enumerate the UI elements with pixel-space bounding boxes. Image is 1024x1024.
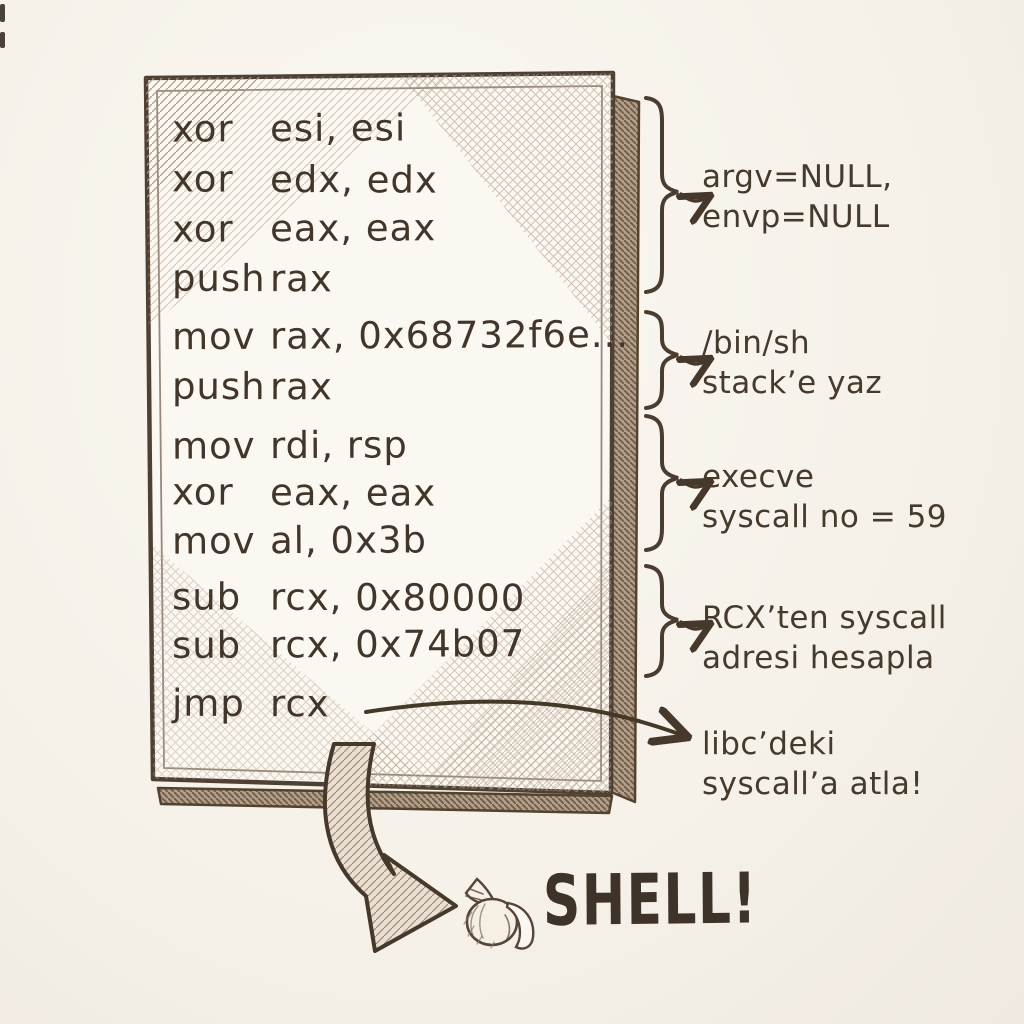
asm-mnemonic: xor xyxy=(171,157,234,201)
annotation-line: argv=NULL, xyxy=(702,159,893,195)
annotation-binsh-stack: /bin/sh stack’e yaz xyxy=(702,323,882,403)
annotation-line: syscall’a atla! xyxy=(702,766,924,802)
curly-brace-icons xyxy=(644,96,679,678)
shell-label: SHELL! xyxy=(542,857,758,942)
annotation-line: envp=NULL xyxy=(702,199,890,235)
asm-operands: rcx, 0x74b07 xyxy=(269,622,526,667)
asm-line: sub rcx, 0x74b07 xyxy=(172,622,525,667)
shell-icon xyxy=(463,877,535,950)
annotation-rcx-address: RCX’ten syscall adresi hesapla xyxy=(702,598,947,678)
code-paper xyxy=(143,70,616,796)
arrow-icon xyxy=(681,622,706,629)
annotation-line: RCX’ten syscall xyxy=(702,600,947,636)
shell-arrow-icon xyxy=(322,742,458,953)
annotation-execve-syscall: execve syscall no = 59 xyxy=(702,457,947,537)
asm-mnemonic: mov xyxy=(171,424,256,468)
asm-mnemonic: sub xyxy=(171,623,242,667)
asm-operands: rdi, rsp xyxy=(269,423,408,468)
asm-operands: esi, esi xyxy=(269,106,407,151)
pencil-hatching xyxy=(146,73,613,793)
asm-operands: rax, 0x68732f6e... xyxy=(269,312,630,358)
asm-line: mov al, 0x3b xyxy=(172,518,427,562)
annotation-argv-envp: argv=NULL, envp=NULL xyxy=(702,157,892,237)
asm-operands: rax xyxy=(269,365,333,409)
curly-brace-icon xyxy=(644,96,679,294)
asm-line: sub rcx, 0x80000 xyxy=(172,575,525,620)
asm-line: xor eax, eax xyxy=(172,206,436,250)
arrow-icon xyxy=(681,480,706,487)
asm-operands: eax, eax xyxy=(269,470,437,515)
asm-operands: eax, eax xyxy=(269,206,437,251)
asm-mnemonic: mov xyxy=(171,314,256,359)
paper-smudge xyxy=(0,4,5,22)
arrow-icon xyxy=(681,357,706,364)
asm-mnemonic: push xyxy=(171,364,266,409)
annotation-line: adresi hesapla xyxy=(702,640,935,676)
annotation-line: syscall no = 59 xyxy=(702,499,948,535)
asm-mnemonic: sub xyxy=(171,575,242,619)
arrow-icon xyxy=(681,194,706,201)
paper-shadow-band xyxy=(156,94,641,815)
asm-mnemonic: mov xyxy=(171,519,256,563)
curly-brace-icon xyxy=(644,564,679,678)
asm-line: mov rdi, rsp xyxy=(172,423,408,467)
asm-mnemonic: xor xyxy=(171,470,234,514)
asm-mnemonic: xor xyxy=(171,207,234,251)
annotation-libc-jump: libc’deki syscall’a atla! xyxy=(702,724,923,804)
asm-line: mov rax, 0x68732f6e... xyxy=(172,313,629,358)
annotation-line: libc’deki xyxy=(702,726,836,762)
paper-smudge xyxy=(0,32,5,48)
annotation-line: execve xyxy=(702,459,815,495)
asm-line: xor eax, eax xyxy=(172,470,436,514)
annotation-line: stack’e yaz xyxy=(702,365,883,401)
asm-line: xor esi, esi xyxy=(172,106,406,150)
asm-operands: rcx, 0x80000 xyxy=(269,575,526,620)
asm-operands: rcx xyxy=(269,682,330,726)
annotation-line: /bin/sh xyxy=(702,325,811,361)
asm-operands: edx, edx xyxy=(269,157,438,202)
asm-mnemonic: xor xyxy=(171,107,234,151)
curly-brace-icon xyxy=(644,310,679,410)
asm-mnemonic: push xyxy=(171,256,266,301)
note-arrow-icons xyxy=(681,194,706,629)
asm-mnemonic: jmp xyxy=(171,681,245,725)
asm-operands: rax xyxy=(269,257,333,301)
jmp-arrow-icon xyxy=(364,699,682,735)
asm-operands: al, 0x3b xyxy=(269,518,428,563)
asm-line: xor edx, edx xyxy=(172,157,438,201)
curly-brace-icon xyxy=(644,414,679,552)
